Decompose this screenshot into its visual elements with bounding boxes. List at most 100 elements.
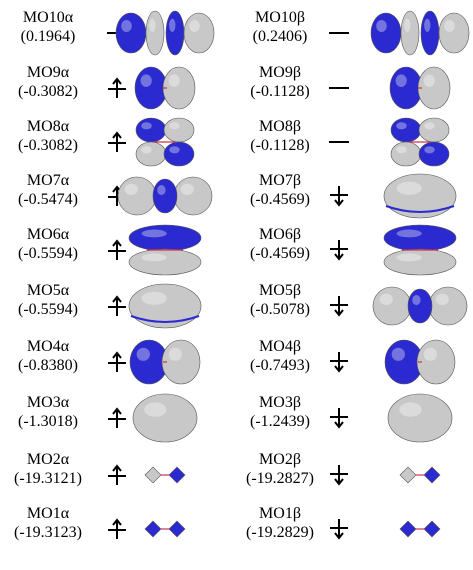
mo-row-beta-2: MO2β(-19.2827) bbox=[0, 450, 473, 500]
mo-label: MO1α (-19.3123) bbox=[2, 504, 94, 542]
spin-down-arrow-icon bbox=[329, 351, 349, 373]
spin-down-arrow-icon bbox=[329, 295, 349, 317]
mo-row-beta-4: MO4β (-0.7493) bbox=[0, 337, 473, 387]
sigma-2s-orbital-icon bbox=[370, 390, 470, 446]
mo-name: MO4α bbox=[26, 338, 70, 355]
mo-row-beta-5: MO5β (-0.5078) bbox=[0, 281, 473, 331]
mo-row-alpha-7: MO7α(-0.5474) bbox=[0, 171, 473, 221]
mo-name: MO7β bbox=[259, 172, 301, 189]
mo-name: MO1β bbox=[259, 505, 301, 522]
mo-name: MO5β bbox=[259, 282, 301, 299]
mo-label: MO3α(-1.3018) bbox=[2, 393, 94, 431]
sigma-star-2s-orbital-icon bbox=[115, 334, 215, 390]
mo-row-beta-7: MO7β(-0.4569) bbox=[0, 171, 473, 221]
mo-energy: (-0.3082) bbox=[18, 83, 78, 100]
sigma-1s-orbital-icon bbox=[370, 501, 470, 557]
mo-label: MO10α(0.1964) bbox=[2, 8, 94, 46]
mo-row-beta-3: MO3β(-1.2439) bbox=[0, 393, 473, 443]
mo-label: MO9α (-0.3082) bbox=[2, 63, 94, 101]
mo-energy: (-0.1128) bbox=[250, 83, 310, 100]
mo-energy: (-0.4569) bbox=[250, 245, 310, 262]
mo-energy: (-0.1128) bbox=[250, 137, 310, 154]
mo-energy: (-1.3018) bbox=[18, 413, 78, 430]
mo-name: MO8α bbox=[26, 118, 70, 135]
spin-up-arrow-icon bbox=[107, 407, 127, 429]
pi-star-four-lobe-orbital-icon bbox=[115, 114, 215, 170]
mo-energy: (-0.5078) bbox=[250, 301, 310, 318]
mo-label: MO4β (-0.7493) bbox=[234, 337, 326, 375]
mo-label: MO10β (0.2406) bbox=[234, 8, 326, 46]
mo-energy: (-0.8380) bbox=[18, 357, 78, 374]
spin-down-arrow-icon bbox=[329, 407, 349, 429]
sigma-star-1s-orbital-icon bbox=[370, 447, 470, 503]
spin-up-arrow-icon bbox=[107, 518, 127, 540]
mo-row-alpha-6: MO6α(-0.5594) bbox=[0, 222, 473, 278]
mo-label: MO4α (-0.8380) bbox=[2, 337, 94, 375]
sigma-star-pz-orbital-icon bbox=[370, 5, 470, 61]
mo-energy: (-19.3123) bbox=[14, 524, 82, 541]
pi-bonding-orbital-icon bbox=[370, 222, 470, 278]
mo-label: MO6β (-0.4569) bbox=[234, 225, 326, 263]
spin-down-arrow-icon bbox=[329, 185, 349, 207]
mo-energy: (-19.3121) bbox=[14, 470, 82, 487]
sigma-2s-orbital-icon bbox=[115, 390, 215, 446]
mo-row-beta-9: MO9β(-0.1128) bbox=[0, 63, 473, 113]
mo-energy: (0.2406) bbox=[252, 28, 308, 45]
mo-name: MO10α bbox=[22, 9, 74, 26]
spin-down-arrow-icon bbox=[329, 518, 349, 540]
mo-energy: (-0.5594) bbox=[18, 245, 78, 262]
sigma-1s-orbital-icon bbox=[115, 501, 215, 557]
pi-bonding-orbital-icon bbox=[115, 222, 215, 278]
mo-row-alpha-1: MO1α (-19.3123) bbox=[0, 504, 473, 554]
mo-energy: (-19.2827) bbox=[246, 470, 314, 487]
spin-up-arrow-icon bbox=[107, 295, 127, 317]
mo-energy: (-0.7493) bbox=[250, 357, 310, 374]
mo-name: MO4β bbox=[259, 338, 301, 355]
spin-up-arrow-icon bbox=[107, 77, 127, 99]
spin-up-arrow-icon bbox=[107, 131, 127, 153]
pi-bonding-side-orbital-icon bbox=[370, 168, 470, 224]
mo-row-alpha-5: MO5α (-0.5594) bbox=[0, 281, 473, 331]
empty-level-icon bbox=[329, 22, 349, 44]
spin-up-arrow-icon bbox=[107, 464, 127, 486]
mo-name: MO10β bbox=[255, 9, 305, 26]
spin-down-arrow-icon bbox=[329, 239, 349, 261]
mo-name: MO5α bbox=[26, 282, 70, 299]
mo-energy: (-0.3082) bbox=[18, 137, 78, 154]
mo-name: MO8β bbox=[259, 118, 301, 135]
mo-label: MO7α(-0.5474) bbox=[2, 171, 94, 209]
mo-name: MO6β bbox=[259, 226, 301, 243]
spin-up-arrow-icon bbox=[107, 351, 127, 373]
mo-label: MO2β(-19.2827) bbox=[234, 450, 326, 488]
pi-bonding-side-orbital-icon bbox=[115, 278, 215, 334]
mo-name: MO1α bbox=[26, 505, 70, 522]
mo-row-alpha-10: MO10α(0.1964) bbox=[0, 8, 473, 58]
sigma-pz-orbital-icon bbox=[115, 168, 215, 224]
spin-down-arrow-icon bbox=[329, 464, 349, 486]
mo-label: MO7β(-0.4569) bbox=[234, 171, 326, 209]
pi-star-orbital-icon bbox=[115, 60, 215, 116]
mo-name: MO9α bbox=[26, 64, 70, 81]
pi-star-orbital-icon bbox=[370, 60, 470, 116]
mo-label: MO1β (-19.2829) bbox=[234, 504, 326, 542]
mo-name: MO2α bbox=[26, 451, 70, 468]
mo-energy: (-0.5474) bbox=[18, 191, 78, 208]
mo-row-beta-10: MO10β (0.2406) bbox=[0, 8, 473, 58]
mo-label: MO9β(-0.1128) bbox=[234, 63, 326, 101]
mo-energy: (-0.5594) bbox=[18, 301, 78, 318]
mo-row-alpha-4: MO4α (-0.8380) bbox=[0, 337, 473, 387]
mo-row-beta-8: MO8β (-0.1128) bbox=[0, 117, 473, 167]
sigma-star-pz-orbital-icon bbox=[115, 5, 215, 61]
mo-row-beta-1: MO1β (-19.2829) bbox=[0, 504, 473, 554]
mo-label: MO5α (-0.5594) bbox=[2, 281, 94, 319]
sigma-star-2s-orbital-icon bbox=[370, 334, 470, 390]
mo-energy: (-19.2829) bbox=[246, 524, 314, 541]
sigma-star-1s-orbital-icon bbox=[115, 447, 215, 503]
mo-label: MO2α (-19.3121) bbox=[2, 450, 94, 488]
mo-row-alpha-9: MO9α (-0.3082) bbox=[0, 63, 473, 113]
empty-level-icon bbox=[329, 131, 349, 153]
mo-energy: (-1.2439) bbox=[250, 413, 310, 430]
mo-label: MO5β (-0.5078) bbox=[234, 281, 326, 319]
spin-up-arrow-icon bbox=[107, 239, 127, 261]
mo-row-alpha-8: MO8α (-0.3082) bbox=[0, 117, 473, 167]
